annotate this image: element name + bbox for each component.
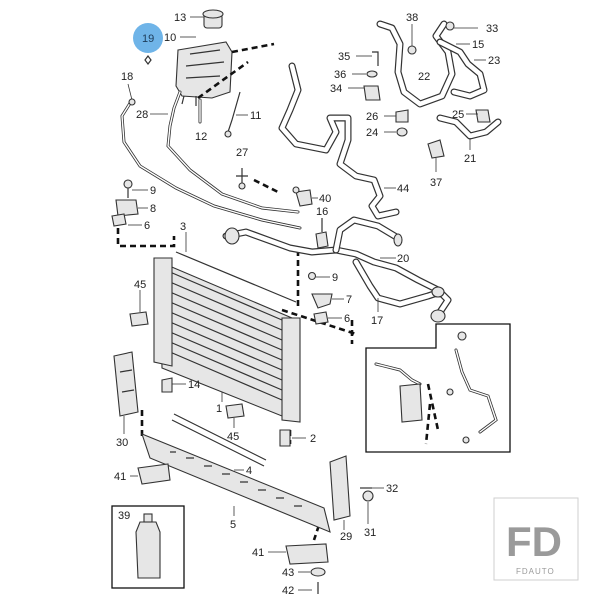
callout-35: 35 — [338, 51, 350, 63]
callout-13: 13 — [174, 12, 186, 24]
highlight-label: 19 — [142, 33, 154, 45]
highlight-callout-19[interactable]: 19 — [133, 23, 163, 53]
bottle-box-label: 39 — [118, 510, 130, 522]
callout-6a: 6 — [144, 220, 150, 232]
inset-detail-box — [365, 323, 511, 453]
callout-21: 21 — [464, 153, 476, 165]
callout-34: 34 — [330, 83, 342, 95]
logo-subtext: FDAUTO — [516, 567, 555, 576]
callout-28: 28 — [136, 109, 148, 121]
callout-43: 43 — [282, 567, 294, 579]
logo-text: FD — [506, 518, 562, 565]
callout-22: 22 — [418, 71, 430, 83]
callout-38: 38 — [406, 12, 418, 24]
callout-45a: 45 — [134, 279, 146, 291]
fitting-40 — [292, 186, 313, 207]
callout-44: 44 — [397, 183, 409, 195]
bracket-8 — [115, 199, 139, 217]
callout-29: 29 — [340, 531, 352, 543]
callout-15: 15 — [472, 39, 484, 51]
clip-6a — [111, 213, 127, 227]
expansion-tank — [175, 9, 233, 106]
callout-12: 12 — [195, 131, 207, 143]
callout-labels: 13 10 18 28 12 11 27 9 8 6 3 40 16 44 20… — [114, 12, 500, 597]
callout-9b: 9 — [332, 272, 338, 284]
callout-26: 26 — [366, 111, 378, 123]
callout-32: 32 — [386, 483, 398, 495]
callout-6b: 6 — [344, 313, 350, 325]
callout-42: 42 — [282, 585, 294, 597]
callout-14: 14 — [188, 379, 200, 391]
callout-7: 7 — [346, 294, 352, 306]
callout-18: 18 — [121, 71, 133, 83]
sensor-16 — [315, 218, 329, 249]
bolt-9a — [123, 179, 133, 198]
callout-2: 2 — [310, 433, 316, 445]
callout-41a: 41 — [114, 471, 126, 483]
coolant-bottle-box: 39 — [111, 505, 185, 589]
callout-4: 4 — [246, 465, 252, 477]
radiator — [153, 251, 301, 423]
callout-24: 24 — [366, 127, 378, 139]
callout-23: 23 — [488, 55, 500, 67]
callout-25: 25 — [452, 109, 464, 121]
callout-33: 33 — [486, 23, 498, 35]
callout-16: 16 — [316, 206, 328, 218]
callout-1: 1 — [216, 403, 222, 415]
callout-27: 27 — [236, 147, 248, 159]
callout-5: 5 — [230, 519, 236, 531]
callout-41b: 41 — [252, 547, 264, 559]
callout-40: 40 — [319, 193, 331, 205]
callout-9a: 9 — [150, 185, 156, 197]
callout-37: 37 — [430, 177, 442, 189]
callout-8: 8 — [150, 203, 156, 215]
callout-36: 36 — [334, 69, 346, 81]
callout-31: 31 — [364, 527, 376, 539]
callout-30: 30 — [116, 437, 128, 449]
callout-10: 10 — [164, 32, 176, 44]
callout-3: 3 — [180, 221, 186, 233]
fdauto-logo: FD FDAUTO — [493, 497, 579, 581]
callout-45b: 45 — [227, 431, 239, 443]
callout-11: 11 — [250, 110, 261, 122]
callout-17: 17 — [371, 315, 383, 327]
lower-deflector — [141, 433, 331, 533]
callout-20: 20 — [397, 253, 409, 265]
